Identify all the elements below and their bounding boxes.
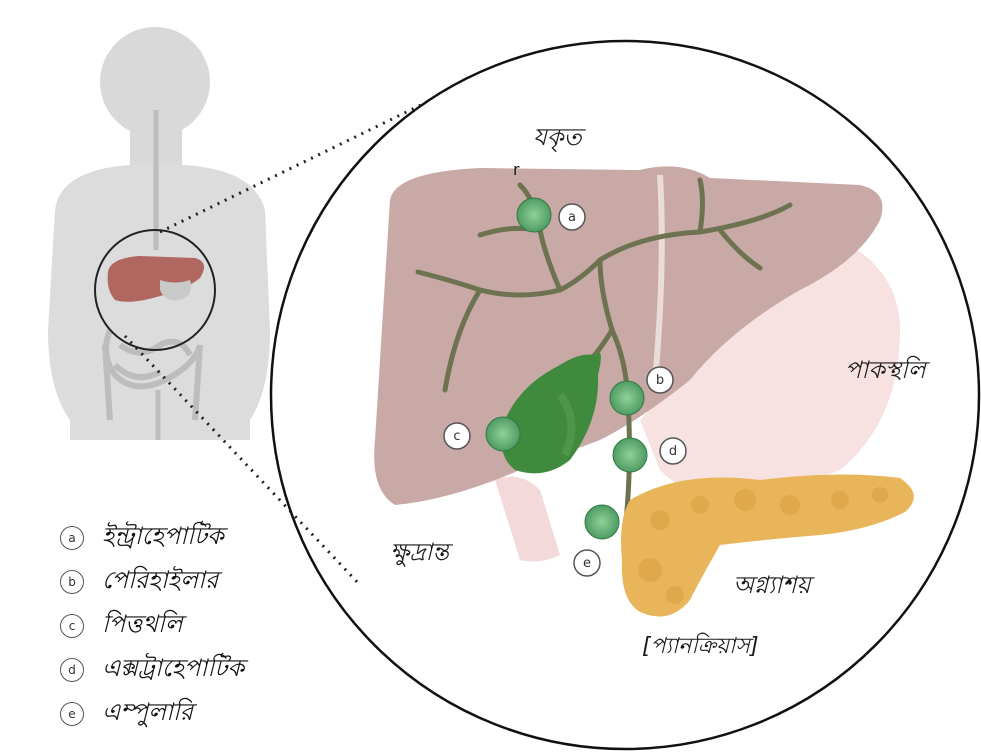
- marker-b: b: [647, 367, 673, 393]
- label-liver: যকৃত: [533, 123, 587, 152]
- tumor-a: [517, 198, 551, 232]
- legend-label: পিত্তথলি: [102, 606, 183, 646]
- human-body-silhouette: [48, 27, 270, 440]
- legend: a ইন্ট্রাহেপাটিক b পেরিহাইলার c পিত্তথলি…: [60, 516, 380, 736]
- legend-marker: b: [60, 570, 84, 594]
- label-liver-mark: r: [513, 160, 520, 179]
- legend-label: ইন্ট্রাহেপাটিক: [102, 518, 224, 558]
- legend-item-d: d এক্সট্রাহেপাটিক: [60, 648, 380, 692]
- label-pancreas: অগ্ন্যাশয়: [733, 571, 815, 599]
- tumor-d: [613, 438, 647, 472]
- legend-item-e: e এম্পুলারি: [60, 692, 380, 736]
- label-small-intestine: ক্ষুদ্রান্ত: [390, 538, 453, 567]
- label-pancreas-sub: [প্যানক্রিয়াস]: [642, 632, 759, 659]
- marker-a: a: [559, 204, 585, 230]
- legend-item-b: b পেরিহাইলার: [60, 560, 380, 604]
- legend-item-c: c পিত্তথলি: [60, 604, 380, 648]
- legend-item-a: a ইন্ট্রাহেপাটিক: [60, 516, 380, 560]
- svg-text:e: e: [583, 556, 591, 571]
- tumor-e: [585, 505, 619, 539]
- marker-d: d: [660, 438, 686, 464]
- svg-text:d: d: [669, 444, 677, 459]
- legend-label: পেরিহাইলার: [102, 562, 218, 602]
- legend-marker: d: [60, 658, 84, 682]
- svg-text:a: a: [568, 210, 576, 225]
- legend-label: এক্সট্রাহেপাটিক: [102, 650, 244, 690]
- legend-label: এম্পুলারি: [102, 694, 193, 734]
- svg-text:b: b: [656, 373, 664, 388]
- marker-c: c: [444, 423, 470, 449]
- label-stomach: পাকস্থলি: [845, 355, 931, 384]
- legend-marker: e: [60, 702, 84, 726]
- legend-marker: c: [60, 614, 84, 638]
- small-intestine-shape: [495, 477, 560, 562]
- tumor-b: [610, 381, 644, 415]
- legend-marker: a: [60, 526, 84, 550]
- marker-e: e: [574, 550, 600, 576]
- svg-text:c: c: [453, 429, 460, 444]
- tumor-c: [486, 417, 520, 451]
